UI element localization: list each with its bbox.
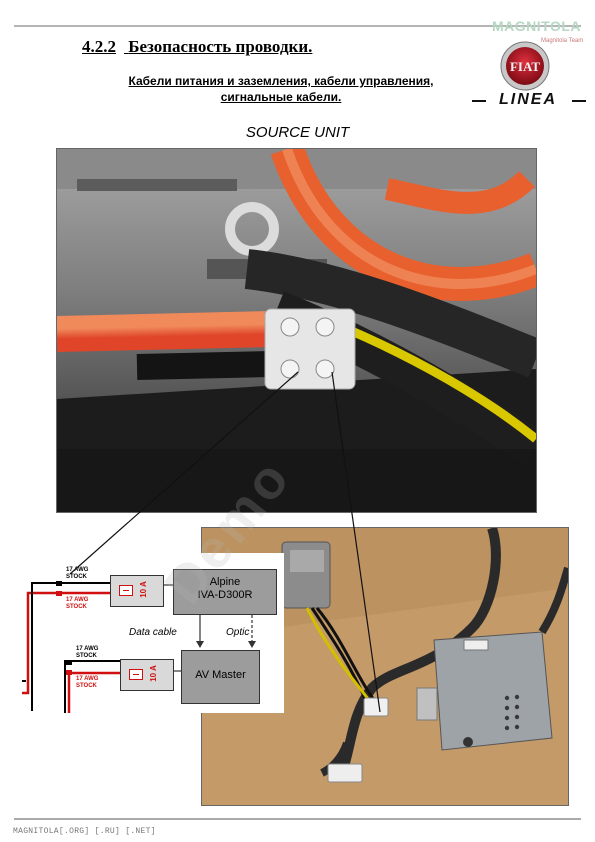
wire-label-black-1: 17 AWG STOCK — [66, 567, 89, 580]
photo-caption: SOURCE UNIT — [245, 124, 350, 141]
fuse-icon — [129, 669, 143, 680]
fiat-logo-icon: FIAT — [500, 41, 550, 91]
logo-text: FIAT — [510, 59, 540, 74]
source-unit-photo — [56, 148, 537, 513]
footer-text: MAGNITOLA[.ORG] [.RU] [.NET] — [13, 827, 156, 836]
pointer-line-left — [69, 371, 299, 575]
section-heading: 4.2.2 Безопасность проводки. — [82, 37, 312, 57]
pointer-line-right — [331, 371, 381, 713]
av-master-box: AV Master — [181, 650, 260, 704]
section-subtitle: Кабели питания и заземления, кабели упра… — [128, 74, 434, 104]
fuse-holder-2: 10 A — [120, 659, 174, 691]
footer-rule — [14, 818, 581, 820]
wire-label-red-2: 17 AWG STOCK — [76, 676, 99, 689]
data-cable-label: Data cable — [129, 627, 177, 638]
optic-label: Optic — [226, 627, 250, 638]
alpine-brand: Alpine — [209, 576, 241, 588]
wire-label-black-2: 17 AWG STOCK — [76, 646, 99, 659]
source-unit-photo-image — [57, 149, 536, 512]
wire-label-red-1: 17 AWG STOCK — [66, 597, 89, 610]
site-watermark: MAGNITOLA — [492, 18, 582, 34]
team-label: Magnitola Team — [541, 38, 584, 44]
alpine-model: IVA-D300R — [197, 589, 253, 601]
fuse-holder-1: 10 A — [110, 575, 164, 607]
section-title: Безопасность проводки. — [128, 37, 313, 56]
wiring-diagram: 17 AWG STOCK 17 AWG STOCK 17 AWG STOCK 1… — [22, 553, 284, 713]
top-rule — [14, 25, 581, 27]
av-master-label: AV Master — [195, 669, 246, 681]
alpine-head-unit-box: Alpine IVA-D300R — [173, 569, 277, 615]
fuse-icon — [119, 585, 133, 596]
brand-model: LINEA — [472, 91, 586, 109]
section-number: 4.2.2 — [82, 37, 116, 56]
wiring-lines — [22, 581, 256, 713]
